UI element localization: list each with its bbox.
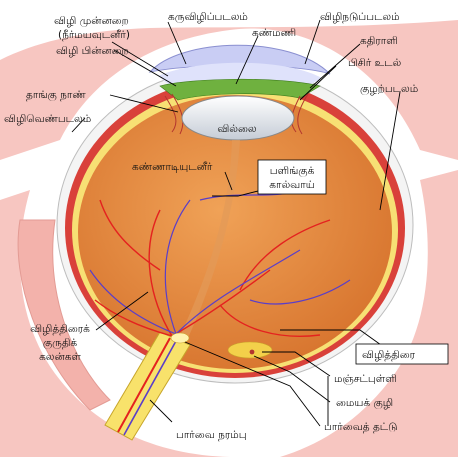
hyaloid-canal <box>180 140 240 338</box>
label-vitreous: கண்ணாடியுடனீர் <box>132 161 213 173</box>
label-posterior-chamber: விழி பின்னறை <box>56 45 129 57</box>
optic-nerve-artery <box>117 337 171 433</box>
iris-shape <box>159 78 321 101</box>
macula-spot <box>227 341 273 359</box>
label-pupil: கண்மணி <box>252 27 297 39</box>
label-retinal-vessels-line1: விழித்திரைக் <box>30 323 90 335</box>
label-ciliary-body: பிசிர் உடல் <box>348 57 402 69</box>
retinal-vessels-arteries <box>94 199 331 337</box>
label-hyaloid-line2: கால்வாய் <box>269 179 314 191</box>
orbit-lower-tissue <box>0 190 230 457</box>
label-sclera-right: குழற்படலம் <box>360 83 419 97</box>
orbit-right-tissue <box>280 170 458 457</box>
label-optic-disc: பார்வைத் தட்டு <box>324 421 398 433</box>
orbit-upper-tissue <box>0 20 458 160</box>
label-fovea: மையக் குழி <box>336 397 393 411</box>
label-choroid: விழிநடுப்படலம் <box>320 11 400 23</box>
label-anterior-chamber-line2: (நீர்மயவுடனீர்) <box>58 29 130 41</box>
eyeball <box>56 44 414 441</box>
label-sclera-front: விழிவெண்படலம் <box>4 113 92 125</box>
label-optic-nerve: பார்வை நரம்பு <box>176 429 247 441</box>
optic-disc-spot <box>170 332 190 344</box>
label-retinal-vessels-line3: கலன்கள் <box>39 351 81 363</box>
label-cornea: கருவிழிப்படலம் <box>168 11 248 23</box>
label-macula: மஞ்சட்புள்ளி <box>334 373 397 385</box>
label-lens: வில்லை <box>217 123 257 135</box>
label-suspensory-ligament: தாங்கு நாண் <box>26 89 86 103</box>
optic-nerve-vein <box>123 340 177 436</box>
label-retinal-vessels-line2: குருதிக் <box>43 337 78 351</box>
hyaloid-label-box <box>257 159 327 195</box>
label-anterior-chamber-line1: விழி முன்னறை <box>54 15 129 27</box>
label-retina: விழித்திரை <box>362 349 416 361</box>
label-iris: கதிராளி <box>360 35 398 47</box>
label-hyaloid-line1: பளிங்குக் <box>270 165 315 179</box>
retina-label-box <box>355 343 449 365</box>
eyelid-lower-muscle <box>17 219 111 411</box>
fovea-dot <box>249 349 255 355</box>
labels: விழி முன்னறை (நீர்மயவுடனீர்) விழி பின்னற… <box>4 11 449 441</box>
